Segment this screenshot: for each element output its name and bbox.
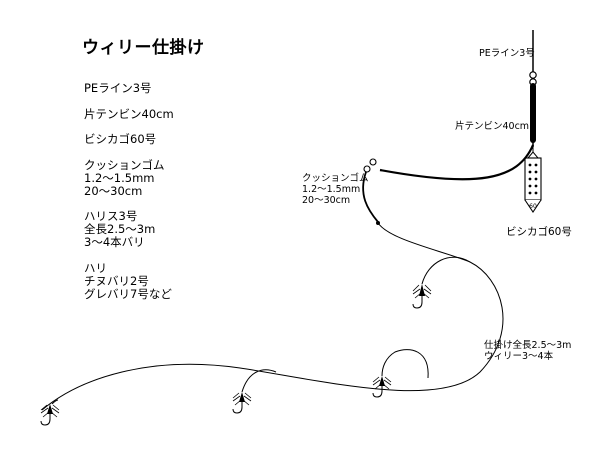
spec-line: 片テンビン40cm <box>84 107 174 121</box>
hook-icon <box>40 404 60 426</box>
spec-line: 20～30cm <box>84 184 143 199</box>
label-bishikago: ビシカゴ60号 <box>506 226 572 238</box>
branch-line <box>241 369 277 393</box>
tenbin-wire <box>379 144 535 181</box>
label-line: 20～30cm <box>302 194 351 206</box>
label-rig-total: 仕掛け全長2.5～3m ウィリー3～4本 <box>484 340 572 363</box>
branch-line <box>381 349 429 379</box>
label-line: 1.2～1.5mm <box>302 183 361 195</box>
label-tenbin: 片テンビン40cm <box>455 121 530 132</box>
branch-line <box>51 399 59 405</box>
spec-tenbin: 片テンビン40cm <box>84 107 174 121</box>
label-line: クッションゴム <box>302 173 369 184</box>
hook-icon <box>412 284 432 309</box>
spec-line: ハリ <box>84 261 107 275</box>
spec-line: クッションゴム <box>84 158 165 172</box>
swivel-icon <box>363 165 371 173</box>
bishikago-icon <box>524 157 542 201</box>
spec-harisu: ハリス3号 全長2.5～3m 3～4本バリ <box>84 209 156 250</box>
label-cushion-gum: クッションゴム 1.2～1.5mm 20～30cm <box>302 173 369 207</box>
spec-line: 1.2～1.5mm <box>84 171 155 186</box>
swivel-icon <box>369 158 377 166</box>
rig-title: ウィリー仕掛け <box>82 38 205 58</box>
spec-line: 全長2.5～3m <box>84 222 156 237</box>
label-line: 仕掛け全長2.5～3m <box>484 340 572 351</box>
label-line: ウィリー3～4本 <box>484 350 554 362</box>
spec-hook: ハリ チヌバリ2号 グレバリ7号など <box>84 261 172 302</box>
bishikago-holes <box>528 163 538 195</box>
spec-line: PEライン3号 <box>84 81 152 95</box>
hook-icon <box>232 392 252 414</box>
harisu-line <box>41 222 504 411</box>
spec-pe-line: PEライン3号 <box>84 81 152 95</box>
spec-cushion-gum: クッションゴム 1.2～1.5mm 20～30cm <box>84 158 165 199</box>
spec-line: チヌバリ2号 <box>84 274 149 289</box>
label-pe-line: PEライン3号 <box>479 48 535 59</box>
spec-bishikago: ビシカゴ60号 <box>84 132 157 146</box>
branch-line <box>421 256 471 285</box>
spec-line: ビシカゴ60号 <box>84 132 157 146</box>
spec-line: 3～4本バリ <box>84 235 145 250</box>
spec-line: ハリス3号 <box>84 209 138 223</box>
cushion-gum <box>362 171 379 223</box>
bishikago-mark: 60 <box>529 203 537 210</box>
bishikago-bottom <box>524 199 542 213</box>
spec-line: グレバリ7号など <box>84 287 172 302</box>
hook-icon <box>372 376 392 398</box>
swivel-icon <box>529 71 537 79</box>
